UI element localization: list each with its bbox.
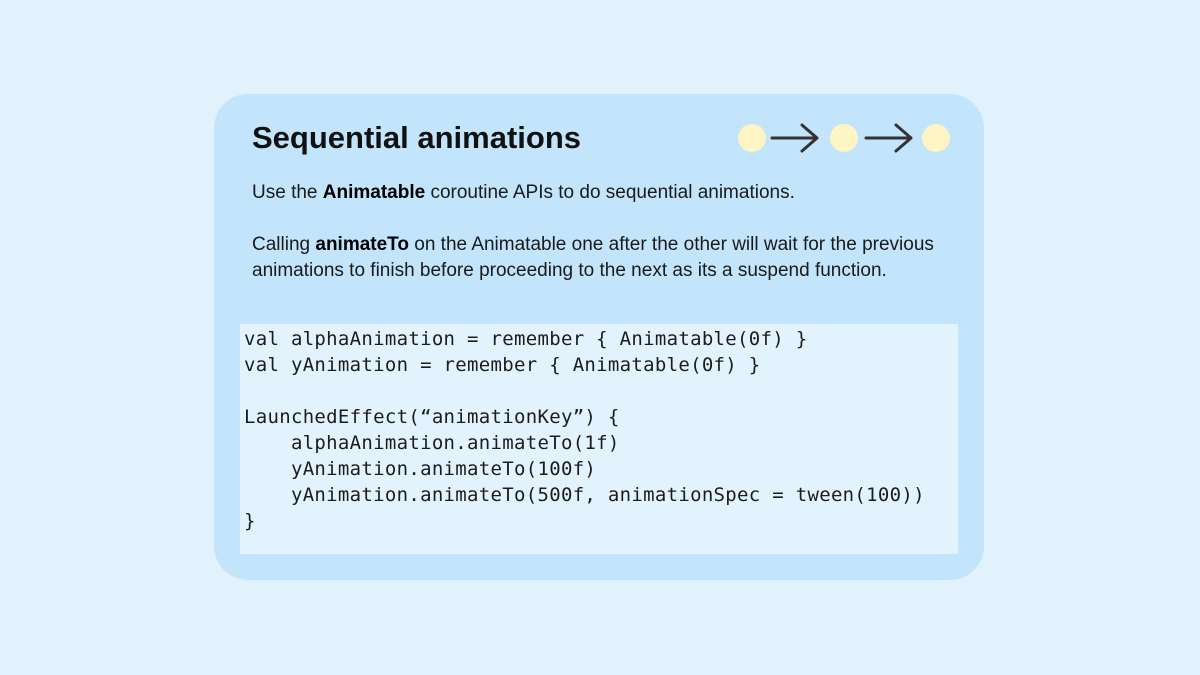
arrow-right-icon	[864, 123, 913, 153]
intro-paragraph: Use the Animatable coroutine APIs to do …	[252, 182, 795, 203]
code-line: alphaAnimation.animateTo(1f)	[244, 432, 620, 454]
code-line: yAnimation.animateTo(500f, animationSpec…	[244, 484, 925, 506]
detail-paragraph: Calling animateTo on the Animatable one …	[252, 234, 934, 281]
card-title: Sequential animations	[252, 120, 582, 155]
code-block: val alphaAnimation = remember { Animatab…	[240, 324, 958, 554]
code-line: }	[244, 510, 256, 532]
code-listing: val alphaAnimation = remember { Animatab…	[244, 326, 925, 534]
code-line: LaunchedEffect(“animationKey”) {	[244, 406, 620, 428]
step-dot-icon	[922, 124, 950, 152]
code-line	[244, 378, 925, 404]
animatable-keyword: Animatable	[322, 182, 426, 203]
content-card: Sequential animations Use the Animatable…	[214, 94, 984, 580]
sequence-flow-icon	[738, 123, 950, 153]
animateto-keyword: animateTo	[315, 234, 409, 255]
code-line: yAnimation.animateTo(100f)	[244, 458, 597, 480]
step-dot-icon	[830, 124, 858, 152]
code-line: val yAnimation = remember { Animatable(0…	[244, 354, 761, 376]
step-dot-icon	[738, 124, 766, 152]
arrow-right-icon	[770, 123, 819, 153]
code-line: val alphaAnimation = remember { Animatab…	[244, 328, 808, 350]
